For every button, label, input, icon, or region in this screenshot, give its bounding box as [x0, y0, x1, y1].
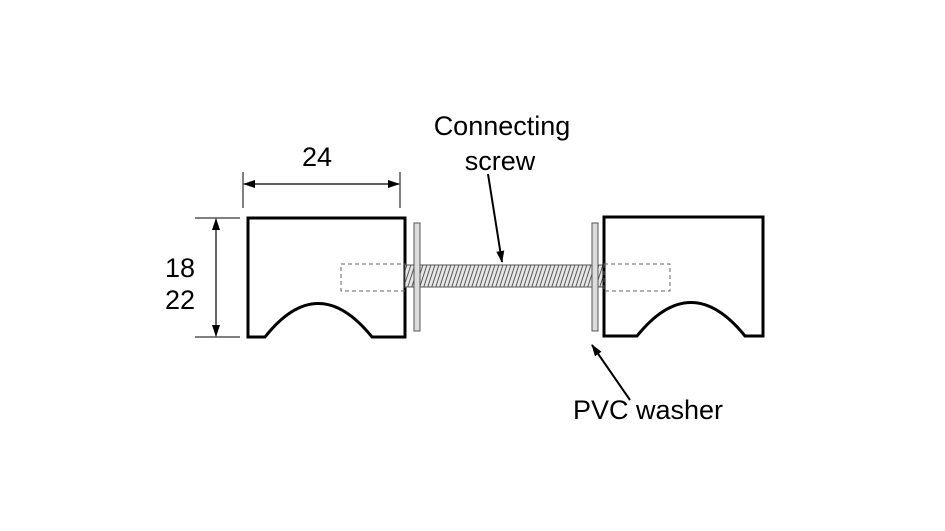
- width-dimension: 24: [242, 142, 401, 208]
- height-dimension: 18 22: [165, 217, 240, 338]
- width-dimension-label: 24: [302, 142, 332, 172]
- screw-leader-arrow: [487, 173, 505, 263]
- screw-label-line2: screw: [465, 146, 536, 176]
- height-dimension-label-2: 22: [165, 285, 195, 315]
- right-hidden-hole: [603, 263, 671, 292]
- height-dimension-label-1: 18: [165, 253, 195, 283]
- washer-label: PVC washer: [573, 395, 723, 425]
- screw-label-line1: Connecting: [434, 111, 571, 141]
- right-washer: [591, 222, 599, 332]
- right-block: [602, 215, 765, 338]
- left-block: [246, 216, 407, 339]
- washer-leader-arrow: [591, 344, 631, 401]
- left-washer: [413, 222, 421, 332]
- connecting-screw: [404, 264, 606, 288]
